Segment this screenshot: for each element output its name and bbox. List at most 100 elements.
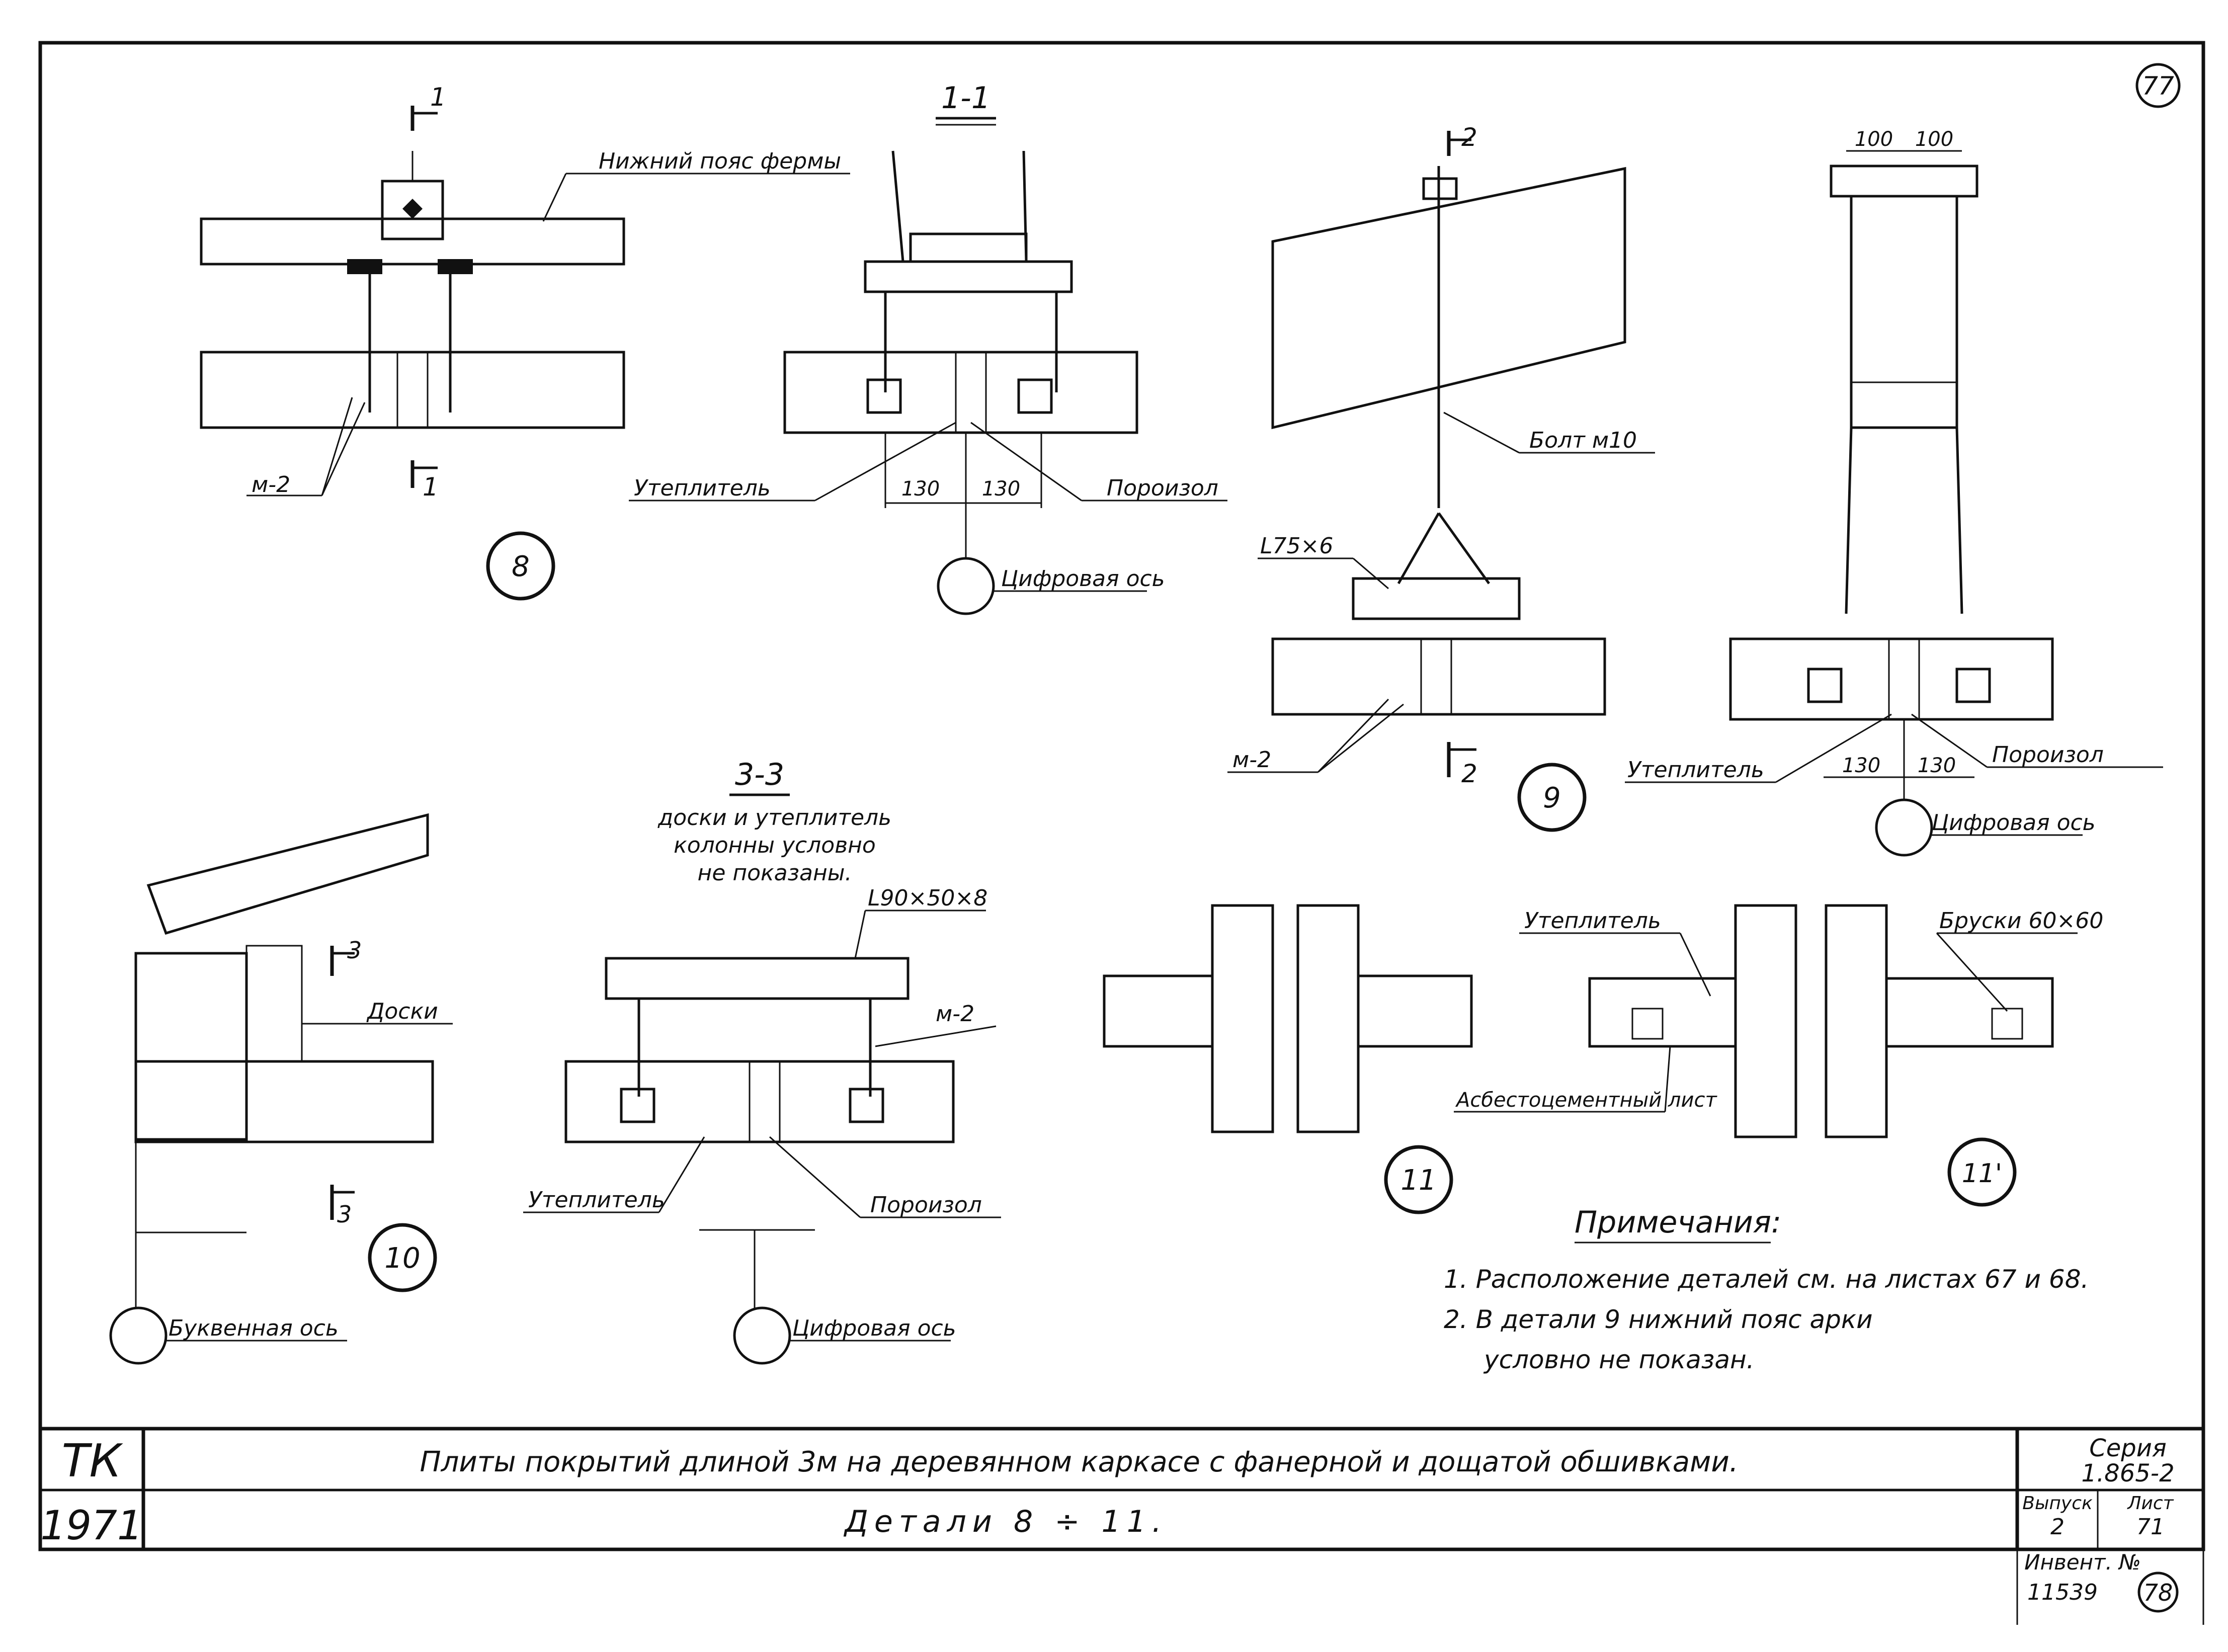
section11-insulation-leader-diag — [814, 422, 956, 502]
issue-label: Выпуск — [2022, 1493, 2093, 1514]
issue-value: 2 — [2050, 1514, 2065, 1540]
section33-panel — [564, 1060, 955, 1143]
detail9-bolt-head — [1422, 177, 1458, 200]
detail11p-column-right — [1825, 904, 1888, 1138]
series-value: 1.865-2 — [2081, 1459, 2174, 1488]
section11-panel — [783, 351, 1138, 434]
detail9-strap-right — [1437, 512, 1491, 585]
detail-9: 2 2 Болт м10 L75×6 м-2 9 — [1227, 123, 1655, 832]
notes-heading: Примечания: — [1575, 1205, 1781, 1240]
section22-dim-top-left: 100 — [1855, 128, 1893, 151]
detail9-angle-block — [1352, 577, 1521, 620]
section33-note-line2: колонны условно — [674, 833, 876, 858]
detail8-fastener-leader-2 — [321, 397, 353, 496]
sheet-value: 71 — [2136, 1514, 2165, 1540]
detail8-fastener-label: м-2 — [252, 472, 290, 498]
detail8-angle-right — [438, 259, 473, 274]
detail9-angle-label: L75×6 — [1260, 533, 1333, 559]
detail11p-insulation: Утеплитель — [1524, 908, 1661, 934]
detail9-bolt-label: Болт м10 — [1529, 428, 1637, 453]
detail9-panel — [1271, 637, 1606, 716]
inventory-label: Инвент. № — [2024, 1550, 2141, 1575]
detail8-number-circle — [486, 531, 555, 601]
section22-column — [1850, 195, 1958, 429]
section22-panel — [1729, 637, 2054, 721]
section-3-3: 3-3 доски и утеплитель колонны условно н… — [523, 757, 1001, 1365]
detail9-fastener-label: м-2 — [1232, 747, 1271, 773]
section11-truss-right — [1022, 150, 1028, 262]
detail11-number: 11 — [1400, 1164, 1436, 1197]
sheet-number-circle — [2135, 63, 2181, 108]
detail8-beam-leader-diag — [542, 173, 567, 222]
detail10-column — [134, 952, 248, 1141]
detail11-number-circle — [1384, 1145, 1453, 1214]
detail11-panel-left — [1103, 974, 1214, 1048]
section-1-1: 1-1 130 130 Утеплитель Пороизол Цифровая… — [629, 80, 1227, 615]
section11-bolt-right — [1017, 378, 1053, 414]
section22-insulation: Утеплитель — [1627, 757, 1764, 783]
notes: Примечания: 1. Расположение деталей см. … — [1444, 1205, 2089, 1374]
detail9-joint — [1420, 638, 1452, 715]
section22-block — [1850, 381, 1958, 429]
stamp-code: ТК — [62, 1435, 124, 1488]
section22-axis-circle — [1875, 798, 1933, 857]
section11-bracket — [909, 232, 1028, 263]
detail-11: 11 — [1103, 904, 1473, 1214]
section11-axis-circle — [937, 557, 995, 615]
detail9-number: 9 — [1543, 782, 1561, 814]
detail11p-number: 11' — [1962, 1159, 2002, 1189]
section33-fastener-leader — [875, 1025, 997, 1047]
section33-insulation-leader-diag — [658, 1136, 705, 1213]
detail8-number: 8 — [512, 550, 530, 583]
detail10-boards — [245, 945, 303, 1062]
detail10-section-mark-top-label: 3 — [347, 937, 362, 964]
sheet-label: Лист — [2126, 1493, 2174, 1514]
detail9-angle-leader-diag — [1353, 557, 1389, 590]
section33-axis-label: Цифровая ось — [792, 1315, 956, 1341]
sheet-number-bottom-circle — [2137, 1572, 2179, 1613]
detail11p-asbestos: Асбестоцементный лист — [1455, 1089, 1717, 1112]
detail11-panel-right — [1357, 974, 1473, 1048]
sheet-number-bottom: 78 — [2143, 1579, 2173, 1606]
inventory-value: 11539 — [2027, 1580, 2098, 1605]
detail10-panel — [134, 1060, 434, 1143]
notes-item-2: 2. В детали 9 нижний пояс арки — [1444, 1305, 1873, 1334]
section11-dim-left: 130 — [901, 477, 940, 501]
notes-item-2b: условно не показан. — [1483, 1345, 1755, 1374]
section22-porozol: Пороизол — [1992, 742, 2104, 768]
section11-dim-right: 130 — [982, 477, 1020, 501]
section11-chord — [864, 260, 1073, 293]
section11-axis-label: Цифровая ось — [1001, 566, 1165, 592]
sheet-number-top: 77 — [2142, 71, 2174, 101]
section22-insulation-leader-diag — [1775, 713, 1892, 783]
detail9-section-mark-bottom-label: 2 — [1461, 759, 1477, 788]
sheet-frame — [38, 41, 2205, 1551]
detail9-fastener-leader-2 — [1317, 698, 1389, 773]
section33-angle — [605, 957, 910, 1000]
section22-dim-right: 130 — [1918, 754, 1956, 777]
section33-title: 3-3 — [735, 757, 784, 792]
stamp-year: 1971 — [40, 1502, 143, 1549]
detail11p-column-left — [1734, 904, 1797, 1138]
detail10-axis-label: Буквенная ось — [169, 1315, 339, 1341]
detail11p-number-circle — [1947, 1137, 2017, 1207]
detail8-beam-label: Нижний пояс фермы — [599, 148, 841, 174]
title-main: Плиты покрытий длиной 3м на деревянном к… — [420, 1446, 1738, 1478]
detail-8: 1 1 Нижний пояс фермы м-2 8 — [200, 82, 850, 601]
detail11p-bar-left — [1631, 1008, 1664, 1040]
section33-joint — [749, 1060, 781, 1143]
section22-joint — [1888, 638, 1920, 720]
detail-10: 3 3 Доски Буквенная ось 10 — [109, 813, 453, 1365]
section33-axis-circle — [733, 1306, 791, 1365]
section22-bolt-right — [1955, 668, 1991, 703]
section22-strap-left — [1845, 427, 1853, 614]
section22-axis-label: Цифровая ось — [1932, 810, 2096, 836]
detail10-section-mark-bottom-label: 3 — [337, 1201, 352, 1228]
detail11p-bars: Бруски 60×60 — [1939, 908, 2103, 934]
section33-porozol-leader-diag — [769, 1136, 861, 1218]
detail11p-insulation-leader-diag — [1679, 933, 1711, 997]
section11-joint — [955, 351, 987, 434]
detail8-beam — [200, 217, 625, 266]
section33-bolt-right — [849, 1088, 884, 1123]
